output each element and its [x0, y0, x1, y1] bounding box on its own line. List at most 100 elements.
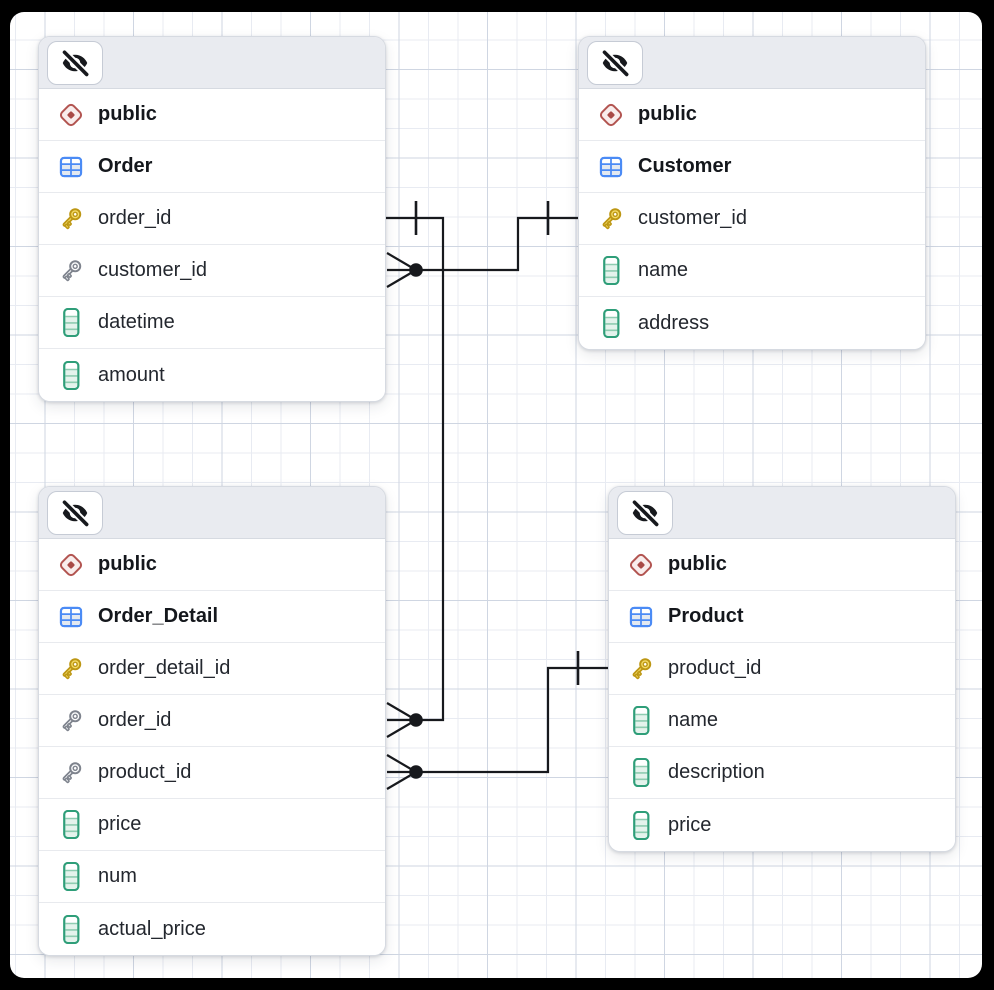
field-row-num-label: num	[98, 865, 137, 887]
field-icon-box	[627, 603, 655, 631]
field-row-name-label: name	[668, 709, 719, 731]
field-row-order_id[interactable]: order_id	[39, 695, 385, 747]
eye-off-icon	[61, 48, 90, 77]
field-row-customer_id[interactable]: customer_id	[579, 193, 925, 245]
field-row-amount-label: amount	[98, 363, 165, 386]
field-row-customer_id-label: customer_id	[638, 207, 747, 229]
field-row-address-label: address	[638, 311, 710, 334]
table-name-row[interactable]: Order	[39, 141, 385, 193]
schema-row[interactable]: public	[39, 89, 385, 141]
crow-foot-many-marker	[386, 754, 417, 790]
visibility-toggle-button[interactable]	[617, 490, 673, 535]
field-icon-box	[57, 862, 85, 891]
field-row-address[interactable]: address	[579, 297, 925, 349]
field-row-description[interactable]: description	[609, 747, 955, 799]
schema-row-label: public	[638, 103, 697, 125]
schema-row[interactable]: public	[609, 539, 955, 591]
visibility-toggle-button[interactable]	[47, 490, 103, 535]
visibility-toggle-button[interactable]	[587, 40, 643, 85]
gold-key-icon	[62, 208, 82, 230]
gray-key-icon	[62, 260, 82, 282]
field-row-order_detail_id[interactable]: order_detail_id	[39, 643, 385, 695]
table-grid-icon	[629, 606, 653, 627]
schema-row-label: public	[668, 553, 727, 575]
table-card-header	[39, 37, 385, 89]
table-name-row-label: Product	[668, 605, 744, 627]
field-row-num[interactable]: num	[39, 851, 385, 903]
table-name-row-label: Customer	[638, 155, 732, 177]
table-grid-icon	[599, 156, 623, 177]
field-row-product_id-label: product_id	[668, 657, 762, 679]
field-row-datetime-label: datetime	[98, 311, 175, 333]
field-row-name[interactable]: name	[579, 245, 925, 297]
field-row-price[interactable]: price	[609, 799, 955, 851]
field-icon-box	[57, 308, 85, 337]
gold-key-icon	[632, 658, 652, 680]
edge-line[interactable]	[416, 216, 578, 272]
table-card-customer[interactable]: public Customer customer_id name address	[578, 36, 926, 350]
field-row-product_id-label: product_id	[98, 761, 192, 783]
field-icon-box	[57, 551, 85, 579]
green-column-icon	[62, 360, 79, 390]
field-icon-box	[57, 758, 85, 787]
table-name-row[interactable]: Order_Detail	[39, 591, 385, 643]
field-icon-box	[627, 706, 655, 735]
schema-row[interactable]: public	[579, 89, 925, 141]
field-icon-box	[627, 810, 655, 840]
field-row-name[interactable]: name	[609, 695, 955, 747]
green-column-icon	[632, 758, 649, 787]
table-card-header	[609, 487, 955, 539]
field-row-datetime[interactable]: datetime	[39, 297, 385, 349]
schema-diamond-icon	[59, 103, 83, 126]
field-icon-box	[57, 706, 85, 735]
visibility-toggle-button[interactable]	[47, 40, 103, 85]
table-card-product[interactable]: public Product product_id name descripti…	[608, 486, 956, 852]
field-icon-box	[627, 551, 655, 579]
edge-dot	[409, 765, 423, 779]
table-card-order[interactable]: public Order order_id customer_id dateti…	[38, 36, 386, 402]
table-name-row-label: Order	[98, 155, 153, 177]
field-row-price[interactable]: price	[39, 799, 385, 851]
table-name-row-label: Order_Detail	[98, 605, 219, 627]
field-icon-box	[57, 153, 85, 181]
field-row-name-label: name	[638, 259, 689, 281]
field-row-product_id[interactable]: product_id	[39, 747, 385, 799]
field-row-amount[interactable]: amount	[39, 349, 385, 401]
gold-key-icon	[602, 208, 622, 230]
gray-key-icon	[62, 762, 82, 784]
field-row-order_id[interactable]: order_id	[39, 193, 385, 245]
field-icon-box	[57, 654, 85, 683]
field-row-description-label: description	[668, 761, 765, 783]
relationship-Order-Order_Detail[interactable]	[386, 201, 445, 738]
schema-diamond-icon	[59, 553, 83, 576]
field-icon-box	[57, 360, 85, 390]
table-name-row[interactable]: Customer	[579, 141, 925, 193]
field-row-order_id-label: order_id	[98, 207, 172, 229]
edge-line[interactable]	[416, 666, 608, 774]
table-card-order_detail[interactable]: public Order_Detail order_detail_id orde…	[38, 486, 386, 956]
green-column-icon	[62, 308, 79, 337]
field-row-order_detail_id-label: order_detail_id	[98, 657, 231, 679]
field-icon-box	[57, 204, 85, 233]
table-grid-icon	[59, 606, 83, 627]
edge-line[interactable]	[386, 216, 445, 722]
green-column-icon	[632, 706, 649, 735]
field-row-actual_price[interactable]: actual_price	[39, 903, 385, 955]
edge-dot	[409, 263, 423, 277]
relationship-Product-Order_Detail[interactable]	[386, 651, 608, 790]
field-row-product_id[interactable]: product_id	[609, 643, 955, 695]
field-row-order_id-label: order_id	[98, 709, 172, 731]
field-icon-box	[597, 308, 625, 338]
crow-foot-many-marker	[386, 702, 417, 738]
schema-row[interactable]: public	[39, 539, 385, 591]
gold-key-icon	[62, 658, 82, 680]
relationship-Customer-Order[interactable]	[386, 201, 578, 288]
field-icon-box	[597, 256, 625, 285]
field-row-customer_id[interactable]: customer_id	[39, 245, 385, 297]
table-name-row[interactable]: Product	[609, 591, 955, 643]
field-icon-box	[597, 101, 625, 129]
field-row-price-label: price	[668, 813, 712, 836]
field-icon-box	[57, 256, 85, 285]
green-column-icon	[62, 862, 79, 891]
